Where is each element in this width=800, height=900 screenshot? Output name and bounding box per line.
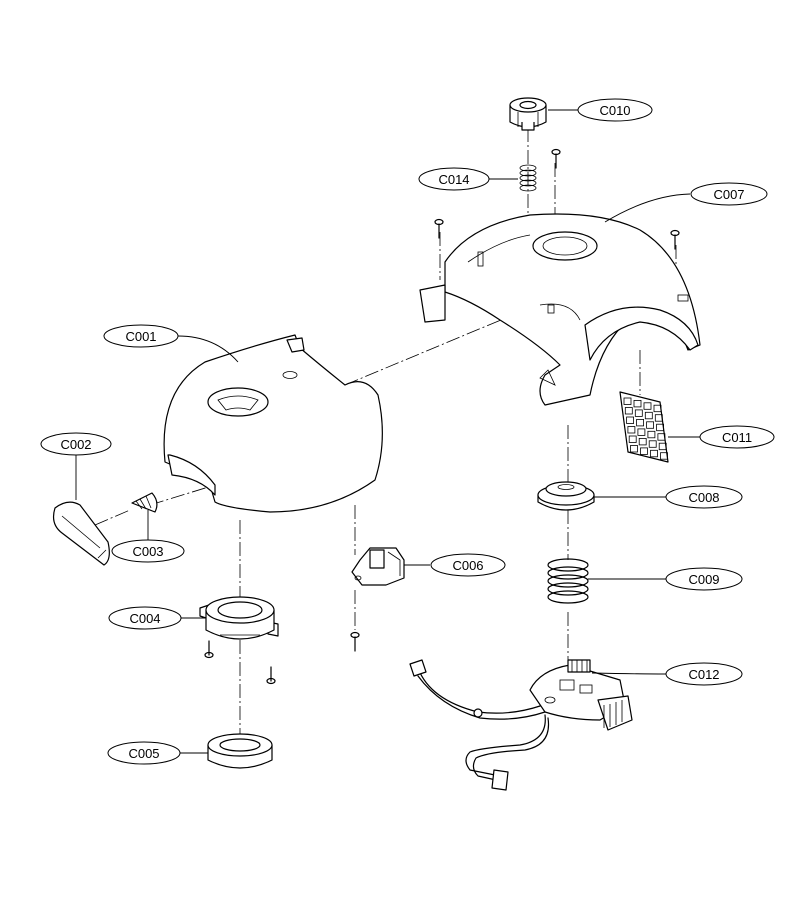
callout-c007: C007 (690, 182, 768, 206)
part-c009-spring (547, 558, 589, 604)
callout-c002: C002 (40, 432, 112, 456)
part-c011-pad (619, 391, 669, 463)
callouts: C010 C014 C007 C001 C011 C002 C008 C003 (40, 98, 775, 765)
part-c005-ring (207, 733, 273, 769)
callout-c005-label: C005 (128, 746, 159, 761)
callout-c006-label: C006 (452, 558, 483, 573)
screw-ring-right (266, 666, 276, 685)
callout-c004-label: C004 (129, 611, 160, 626)
callout-c012: C012 (665, 662, 743, 686)
callout-c009: C009 (665, 567, 743, 591)
callout-c011: C011 (699, 425, 775, 449)
part-c004-ring (199, 596, 279, 640)
part-c003-nozzle (131, 492, 158, 513)
part-c014-spring (519, 164, 537, 192)
part-c002-grip (52, 501, 110, 566)
callout-c014-label: C014 (438, 172, 469, 187)
callout-c012-label: C012 (688, 667, 719, 682)
screw-ring-left (204, 640, 214, 659)
part-c006-switch (351, 547, 405, 586)
callout-c006: C006 (430, 553, 506, 577)
callout-c009-label: C009 (688, 572, 719, 587)
part-c001-front-cover (163, 334, 383, 513)
callout-c001-label: C001 (125, 329, 156, 344)
part-c008-cap (537, 481, 595, 511)
callout-c011-label: C011 (722, 430, 752, 445)
part-c010-knob (509, 97, 547, 131)
screw-right-top (670, 229, 680, 250)
callout-c002-label: C002 (60, 437, 91, 452)
callout-leaders (75, 109, 700, 754)
callout-c003-label: C003 (132, 544, 163, 559)
callout-c005: C005 (107, 741, 181, 765)
callout-c014: C014 (418, 167, 490, 191)
callout-c010-label: C010 (599, 103, 630, 118)
part-c012-pcb (409, 659, 633, 791)
callout-c004: C004 (108, 606, 182, 630)
screw-left-top (434, 218, 444, 239)
callout-c007-label: C007 (713, 187, 744, 202)
callout-c008: C008 (665, 485, 743, 509)
callout-c001: C001 (103, 324, 179, 348)
callout-c003: C003 (111, 539, 185, 563)
screws (204, 148, 680, 685)
screw-switch (350, 631, 360, 652)
part-c007-upper-housing (419, 213, 701, 406)
callout-c008-label: C008 (688, 490, 719, 505)
screw-top-right (551, 148, 561, 169)
callout-c010: C010 (577, 98, 653, 122)
